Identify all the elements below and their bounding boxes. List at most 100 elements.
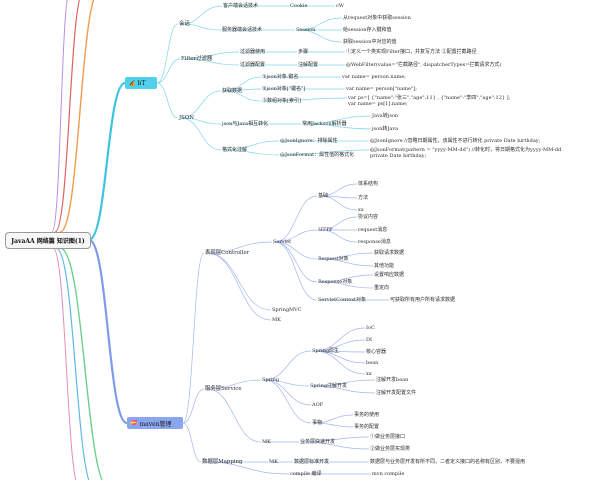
node-resp1[interactable]: 设置响应数据 bbox=[374, 272, 405, 278]
node-req2[interactable]: 其他功能 bbox=[374, 263, 395, 269]
node-cookie-leaf[interactable]: cW bbox=[336, 3, 344, 9]
node-dao[interactable]: 数据层Mapping bbox=[202, 459, 243, 465]
connector-dao-compile bbox=[203, 461, 290, 475]
node-j-fmt[interactable]: 格式化注解 bbox=[222, 147, 248, 153]
node-j-g3v[interactable]: var ps=[ {"name":"张三","age":11} , {"name… bbox=[348, 95, 511, 107]
node-req-obj[interactable]: Request对象 bbox=[318, 256, 349, 262]
node-ctx-leaf[interactable]: 可获取所有用户所有请求数据 bbox=[390, 297, 456, 303]
connector-quick-quick2 bbox=[301, 441, 370, 450]
node-spring[interactable]: Spring bbox=[262, 377, 280, 383]
node-compile[interactable]: compile 编译 bbox=[290, 471, 322, 477]
node-quick1[interactable]: ①做业务层接口 bbox=[370, 434, 406, 440]
connector-j_fmt-j_ignore bbox=[223, 140, 280, 151]
node-quick2[interactable]: ②做业务层实现类 bbox=[370, 446, 411, 452]
node-hexin[interactable]: 核心容器 bbox=[366, 349, 387, 355]
node-j-ignore-leaf[interactable]: @JsonIgnore //忽略日期属性，该属性不进行转化 private Da… bbox=[370, 138, 541, 144]
node-kh-save[interactable]: 客户端会话技术 bbox=[223, 3, 259, 9]
node-bean[interactable]: bean bbox=[366, 360, 379, 366]
node-quick[interactable]: 业务层快速开发 bbox=[300, 439, 336, 445]
root-node[interactable]: JavaAA 网络篇 知识图(1) bbox=[5, 232, 91, 249]
node-j-g3[interactable]: ③数组对象[索引] bbox=[262, 98, 301, 104]
connector-spring_anno-anno1 bbox=[311, 379, 376, 387]
connector-j_grammar-j_g3 bbox=[223, 90, 262, 102]
connector-req_obj-req2 bbox=[319, 258, 374, 267]
node-servlet[interactable]: Servlet bbox=[273, 239, 292, 245]
node-j-g1[interactable]: ①json对象.键名 bbox=[262, 74, 299, 80]
connector-json-j_grammar bbox=[180, 90, 222, 119]
node-session[interactable]: Session bbox=[296, 27, 316, 33]
node-filter[interactable]: Filter过滤器 bbox=[181, 56, 213, 62]
node-jichu[interactable]: 基础 bbox=[318, 193, 329, 199]
node-tixi[interactable]: 体系结构 bbox=[358, 181, 379, 187]
connector-servlet-ctx bbox=[274, 241, 318, 301]
node-j-format-leaf[interactable]: @JsonFormat(pattern = "yyyy-MM-dd") //转化… bbox=[370, 147, 562, 159]
connector-servlet-resp_obj bbox=[274, 241, 318, 283]
node-j-p1[interactable]: Java转json bbox=[372, 113, 399, 119]
node-json[interactable]: JSON bbox=[179, 115, 194, 121]
connector-b1-filter bbox=[156, 58, 181, 84]
node-f-steps[interactable]: 步骤 bbox=[298, 49, 309, 55]
node-s1[interactable]: 从request对象中获取session bbox=[343, 15, 411, 21]
branch-web[interactable]: 🔏 bT bbox=[125, 77, 157, 89]
node-s3[interactable]: 获取session中对应的值 bbox=[343, 39, 397, 45]
connector-j_grammar-j_g1 bbox=[223, 76, 262, 92]
node-service[interactable]: 服务层Service bbox=[205, 386, 242, 392]
node-f-conf[interactable]: 过滤器配置 bbox=[240, 62, 266, 68]
node-ctx[interactable]: ServletContext对象 bbox=[318, 297, 367, 303]
node-f-steps-leaf[interactable]: ①定义一个类实现Filter接口，并复写方法 ②配置拦截路径 bbox=[346, 49, 477, 55]
branch-maven[interactable]: 💝 maven管理 bbox=[127, 417, 183, 429]
node-springmvc[interactable]: SpringMVC bbox=[272, 307, 302, 313]
connector-ctrl-mk1 bbox=[206, 252, 272, 321]
node-anno1[interactable]: 注解开发bean bbox=[376, 377, 409, 383]
connector-j_g3-j_g3v bbox=[263, 97, 348, 102]
node-response[interactable]: response消息 bbox=[358, 239, 391, 245]
node-mk2[interactable]: MK bbox=[262, 439, 271, 445]
node-cookie[interactable]: Cookie bbox=[290, 3, 308, 9]
node-dao-leaf[interactable]: 数据层与业务层开发有所不同，二者定义接口的名称有区别，不要混用 bbox=[370, 459, 526, 465]
node-anno2[interactable]: 注解开发配置文件 bbox=[376, 390, 417, 396]
node-fangfa[interactable]: 方法 bbox=[358, 195, 369, 201]
node-huihua[interactable]: 会话 bbox=[179, 21, 190, 27]
node-s2[interactable]: 给session存入键和值 bbox=[343, 27, 392, 33]
node-spring-core[interactable]: Spring原生 bbox=[312, 348, 340, 354]
node-j-p2[interactable]: json转Java bbox=[372, 126, 399, 132]
node-tx2[interactable]: 事务的配置 bbox=[354, 424, 380, 430]
node-ctrl[interactable]: 表现层Controller bbox=[205, 250, 250, 256]
node-xieyi[interactable]: 协议内容 bbox=[358, 214, 379, 220]
node-j-parser[interactable]: 常用Jackson解析器 bbox=[302, 121, 347, 127]
node-xx[interactable]: xx bbox=[358, 207, 364, 213]
node-req1[interactable]: 获取请求数据 bbox=[374, 250, 405, 256]
connector-j_parser-j_p2 bbox=[303, 123, 372, 130]
connector-huihua-kh_save bbox=[180, 5, 223, 25]
node-http[interactable]: HTTP bbox=[318, 227, 333, 233]
node-fw-save[interactable]: 服务器端会话技术 bbox=[222, 27, 263, 33]
node-j-format[interactable]: @JsonFormat：属性值的格式化 bbox=[280, 152, 355, 158]
node-ioc[interactable]: IoC bbox=[366, 325, 375, 331]
node-dao-dev[interactable]: 数据层标准开发 bbox=[294, 459, 330, 465]
node-f-anno-leaf[interactable]: @WebFilter(value="拦截路径", dispatcherTypes… bbox=[346, 62, 502, 68]
node-f-anno[interactable]: 注解配置 bbox=[298, 62, 319, 68]
connector-spring-tx bbox=[263, 379, 312, 424]
node-spring-anno[interactable]: Spring注解开发 bbox=[310, 383, 348, 389]
connector-root-offscreen-6 bbox=[52, 247, 77, 480]
node-xx2[interactable]: xx bbox=[366, 371, 372, 377]
node-request[interactable]: request消息 bbox=[358, 227, 388, 233]
node-f-use[interactable]: 过滤器使用 bbox=[240, 49, 266, 55]
node-mk1[interactable]: MK bbox=[272, 317, 281, 323]
node-j-g1v[interactable]: var name= person.name; bbox=[342, 74, 406, 80]
node-j-g2[interactable]: ②json对象["键名"] bbox=[262, 86, 306, 92]
node-di[interactable]: DI bbox=[366, 337, 372, 343]
node-j-ignore[interactable]: @JsonIgnore：排除属性 bbox=[280, 138, 338, 144]
node-j-conv[interactable]: json与Java相互转化 bbox=[222, 121, 269, 127]
node-mk3[interactable]: MK bbox=[269, 459, 278, 465]
node-j-g2v[interactable]: var name= person["name"]; bbox=[346, 86, 417, 92]
node-resp-obj[interactable]: Response对象 bbox=[318, 279, 353, 285]
node-tx1[interactable]: 事务的使用 bbox=[354, 412, 380, 418]
node-resp2[interactable]: 重定向 bbox=[374, 285, 390, 291]
node-j-grammar[interactable]: 获取数据 bbox=[222, 88, 243, 94]
connector-json-j_conv bbox=[180, 117, 222, 125]
node-tx[interactable]: 事物 bbox=[312, 420, 323, 426]
node-compile-leaf[interactable]: mvn compile bbox=[372, 471, 405, 477]
node-aop[interactable]: AOP bbox=[312, 402, 324, 408]
